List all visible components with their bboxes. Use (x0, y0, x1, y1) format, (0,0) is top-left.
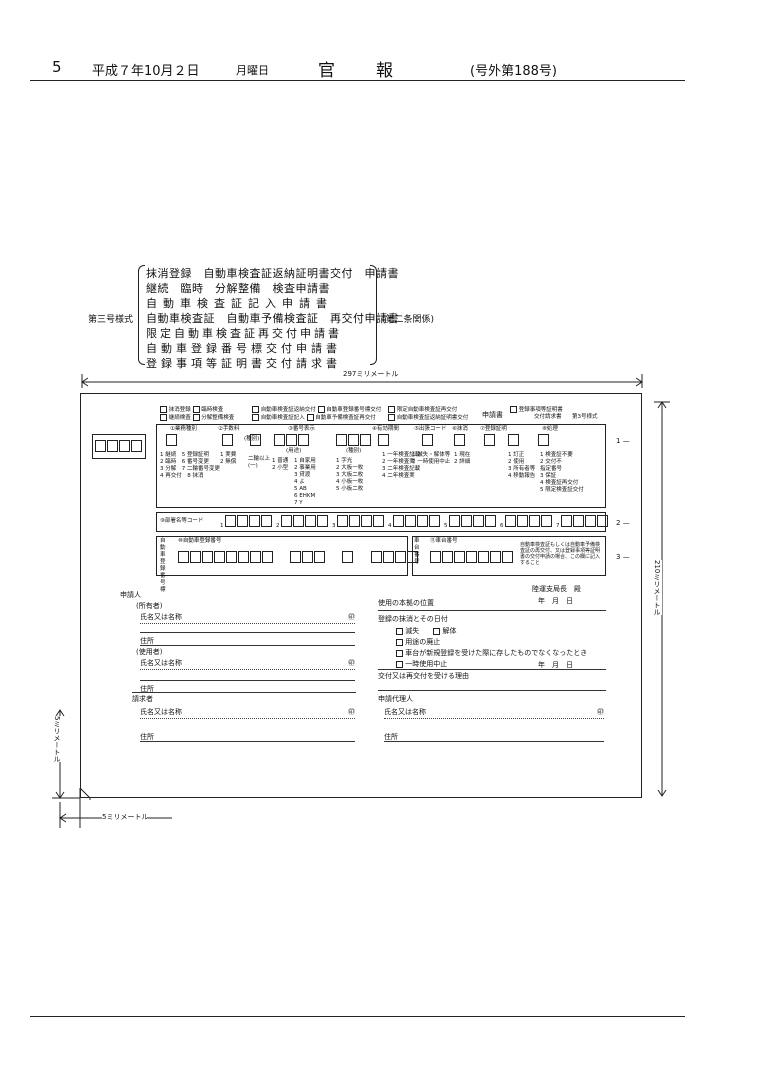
owner-address-label: 住所 (140, 637, 154, 645)
reissue-reason-label: 交付又は再交付を受ける理由 (378, 672, 469, 680)
code-box[interactable] (119, 440, 130, 452)
seal-mark: ㊞ (348, 659, 355, 667)
requester-label: 請求者 (132, 695, 153, 703)
option-checkbox[interactable] (388, 406, 395, 413)
user-name-field[interactable]: 氏名又は名称㊞ (140, 658, 355, 670)
registration-side-label: 自動車登録番号標 (160, 538, 166, 593)
cancel-reason-label: 登録の抹消とその日付 (378, 615, 448, 623)
extra-option: 登録事項等証明書 (510, 406, 563, 414)
office-code-label: ⑨部署名等コード (160, 518, 204, 524)
chassis-number-row (412, 536, 606, 576)
office-code-row (156, 512, 606, 532)
page-number: 5 (52, 58, 62, 76)
width-dimension-arrow (81, 374, 643, 388)
option-checkbox[interactable] (192, 406, 200, 413)
rule (140, 632, 355, 633)
chassis-label: ⑪車台番号 (430, 538, 458, 544)
application-date: 年 月 日 (538, 597, 573, 605)
rule (378, 610, 606, 611)
addressee: 陸運支局長 殿 (532, 585, 581, 593)
rule (140, 741, 355, 742)
issue-number: (号外第188号) (470, 64, 557, 79)
extra-option-2: 交付請求書 (534, 414, 562, 420)
option-checkbox[interactable] (388, 414, 395, 421)
option-checkbox[interactable] (306, 414, 314, 421)
header-rule (30, 80, 685, 81)
width-dimension-label: 297ミリメートル (340, 369, 402, 379)
registration-label: ⑩自動車登録番号 (178, 538, 222, 544)
right-mark-1: 1 — (616, 437, 630, 445)
right-mark-2: 2 — (616, 519, 630, 527)
option-checkbox[interactable] (510, 406, 517, 413)
seal-mark: ㊞ (597, 708, 604, 716)
rule (140, 645, 355, 646)
option-checkbox[interactable] (160, 414, 167, 421)
gazette-kan: 官 (318, 61, 335, 81)
reason-items: 滅失 解体 用途の廃止 車台が新規登録を受けた際に存したものでなくなったとき 一… (396, 626, 587, 670)
margin-dimension-arrows (52, 709, 172, 828)
title-bracket-left (138, 265, 145, 365)
gazette-po: 報 (376, 61, 393, 81)
related-article: (第二条関係) (382, 315, 435, 325)
seal-mark: ㊞ (348, 708, 355, 716)
chassis-side-label: 車台番号 (414, 538, 420, 565)
business-section-content: ①業務種別 1 継続 5 登録証明 2 臨時 6 番号変更 3 分解 7 二輪番… (160, 426, 584, 506)
option-checkbox[interactable] (252, 414, 259, 421)
bottom-margin-label: 5ミリメートル (102, 812, 149, 822)
cancel-date: 年 月 日 (538, 661, 573, 669)
form-title-line: 継続 臨時 分解整備 検査申請書 (146, 282, 330, 295)
form-number: 第3号様式 (572, 414, 598, 420)
code-box[interactable] (131, 440, 142, 452)
applicant-label: 申請人 (120, 591, 141, 599)
base-location-label: 使用の本拠の位置 (378, 599, 434, 607)
option-checkbox[interactable] (252, 406, 259, 413)
style-label: 第三号様式 (88, 315, 134, 325)
owner-label: (所有者) (136, 602, 163, 610)
rule (140, 680, 355, 681)
chassis-note: 自動車検査証もしくは自動車予備検査証の再交付、又は登録事項等証明書の交付申請の場… (520, 542, 601, 566)
weekday: 月曜日 (236, 64, 269, 77)
seal-mark: ㊞ (348, 613, 355, 621)
business-section (156, 424, 606, 508)
user-label: (使用者) (136, 648, 163, 656)
form-title-line: 抹消登録 自動車検査証返納証明書交付 申請書 (146, 267, 399, 280)
agent-label: 申請代理人 (378, 695, 413, 703)
right-mark-3: 3 — (616, 553, 630, 561)
top-options-suffix: 申請書 (482, 411, 503, 419)
rule (384, 741, 604, 742)
rule (132, 692, 356, 693)
form-title-line: 限定自動車検査証再交付申請書 (146, 327, 342, 340)
rule (378, 669, 606, 670)
height-dimension-arrow (654, 401, 670, 797)
business-items: 1 継続 5 登録証明 2 臨時 6 番号変更 3 分解 7 二輪番号変更 4 … (160, 452, 221, 479)
form-frame (80, 393, 642, 798)
bottom-rule (30, 1016, 685, 1017)
rule (378, 690, 606, 691)
issue-date: 平成７年10月２日 (92, 64, 200, 79)
agent-address-label: 住所 (384, 733, 398, 741)
form-title-line: 自動車検査証記入申請書 (146, 297, 333, 310)
code-box[interactable] (95, 440, 106, 452)
requester-address-label: 住所 (140, 733, 154, 741)
option-checkbox[interactable] (317, 406, 325, 413)
left-margin-label: 5ミリメートル (52, 716, 62, 763)
agent-name-field[interactable]: 氏名又は名称㊞ (384, 707, 604, 719)
requester-name-field[interactable]: 氏名又は名称㊞ (140, 707, 355, 719)
option-checkbox[interactable] (192, 414, 200, 421)
form-title-line: 登録事項等証明書交付請求書 (146, 357, 341, 370)
owner-name-field[interactable]: 氏名又は名称㊞ (140, 612, 355, 624)
form-title-list: 抹消登録 自動車検査証返納証明書交付 申請書 継続 臨時 分解整備 検査申請書 … (146, 266, 399, 371)
left-code-boxes (92, 434, 146, 459)
user-address-label: 住所 (140, 685, 154, 693)
form-title-line: 自動車登録番号標交付申請書 (146, 342, 341, 355)
chassis-boxes (430, 548, 514, 567)
option-checkbox[interactable] (160, 406, 167, 413)
registration-boxes (178, 548, 419, 567)
height-dimension-label: 210ミリメートル (652, 560, 662, 616)
form-title-line: 自動車検査証 自動車予備検査証 再交付申請書 (146, 312, 399, 325)
code-box[interactable] (107, 440, 118, 452)
